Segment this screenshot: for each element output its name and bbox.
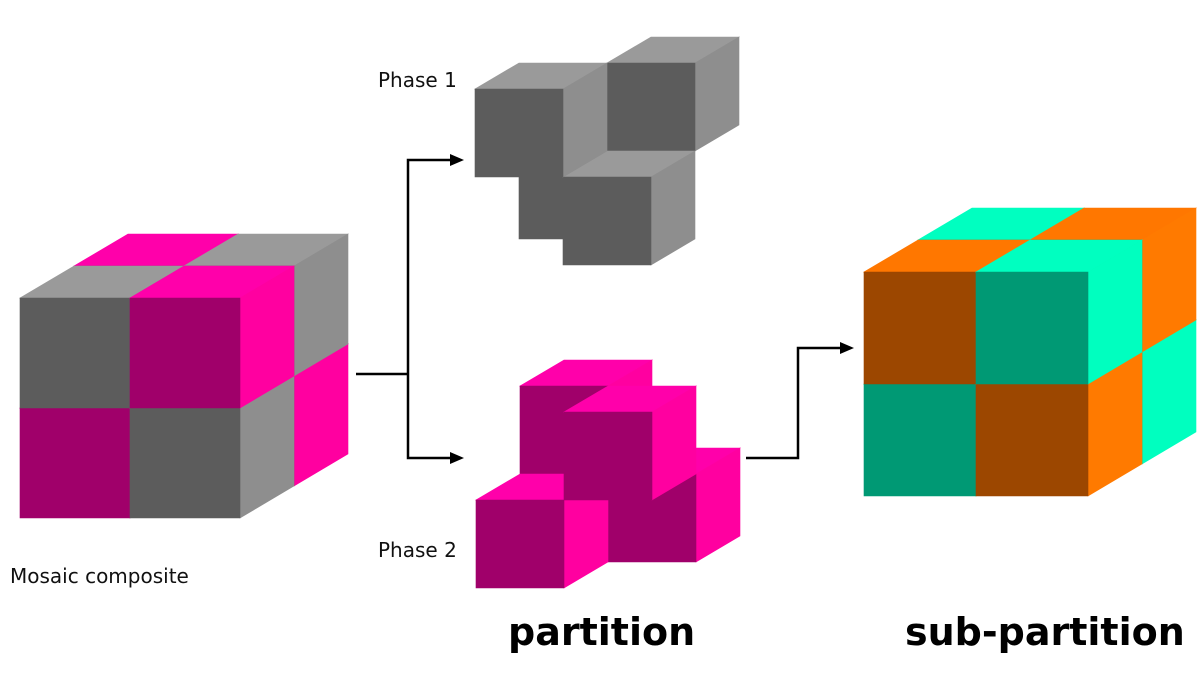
arrowhead-subpartition xyxy=(840,342,854,354)
arrowhead-phase1 xyxy=(450,154,464,166)
cube-front-face xyxy=(863,383,977,497)
mosaic-composite-cube xyxy=(18,233,350,519)
cube-front-face xyxy=(563,411,653,501)
split-arrows xyxy=(356,158,842,460)
partition-caption: partition xyxy=(508,610,696,654)
phase2-label: Phase 2 xyxy=(378,538,457,562)
phase1-label: Phase 1 xyxy=(378,68,457,92)
phase1-cube xyxy=(473,36,741,266)
sub-partition-caption: sub-partition xyxy=(905,610,1185,654)
cube-front-face xyxy=(975,383,1089,497)
cube-front-face xyxy=(129,407,241,519)
arrow-to-phase1 xyxy=(406,158,452,374)
cube-front-face xyxy=(475,499,565,589)
cube-front-face xyxy=(863,271,977,385)
cube-front-face xyxy=(975,271,1089,385)
arrow-to-phase2 xyxy=(406,374,452,460)
cube-front-face xyxy=(129,297,241,409)
arrow-to-subpartition xyxy=(746,346,842,460)
cube-front-face xyxy=(19,297,131,409)
arrowhead-phase2 xyxy=(450,452,464,464)
cube-front-face xyxy=(19,407,131,519)
cube-front-face xyxy=(562,176,652,266)
cube-front-face xyxy=(606,62,696,152)
phase2-cube xyxy=(474,359,742,589)
mosaic-composite-label: Mosaic composite xyxy=(10,564,189,588)
arrow-heads xyxy=(450,154,854,464)
cube-front-face xyxy=(474,88,564,178)
sub-partition-cube xyxy=(862,207,1198,497)
